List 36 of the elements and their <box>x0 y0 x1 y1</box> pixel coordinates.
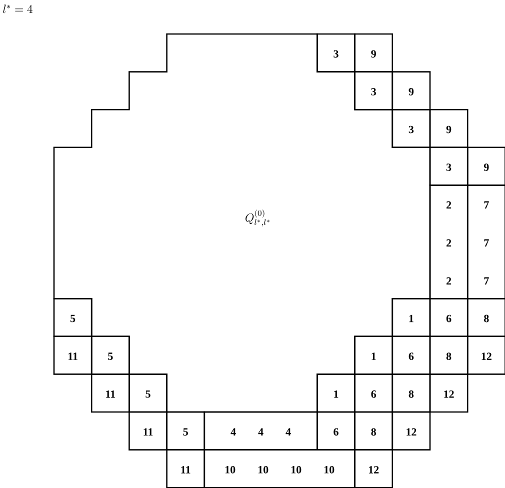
number-cell: 1 <box>354 336 394 375</box>
number-cell: 11 <box>90 374 130 413</box>
number-cell: 6 <box>429 298 468 338</box>
number-cell: 7 7 7 <box>466 184 505 300</box>
number-cell: 1 <box>316 374 356 413</box>
number-cell: 3 <box>354 71 394 110</box>
number-cell: 12 <box>429 374 468 413</box>
number-cell: 9 <box>392 71 431 110</box>
number-cell: 6 <box>316 411 356 450</box>
number-cell: 11 <box>53 336 92 375</box>
number-cell: 5 <box>53 298 92 338</box>
number-cell: 11 <box>166 449 206 488</box>
number-cell: 6 <box>354 374 394 413</box>
number-cell: 8 <box>429 336 468 375</box>
number-cell: 4 4 4 <box>204 411 318 450</box>
number-cell: 1 <box>392 298 431 338</box>
number-cell: 5 <box>90 336 130 375</box>
number-cell: 11 <box>128 411 168 450</box>
number-cell: 12 <box>354 449 394 488</box>
number-cell: 8 <box>354 411 394 450</box>
number-cell: 2 2 2 <box>429 184 468 300</box>
number-cell: 10 10 10 10 <box>204 449 356 488</box>
number-cell: 3 <box>429 146 468 186</box>
number-cell: 5 <box>128 374 168 413</box>
number-cell: 8 <box>466 298 505 338</box>
parameter-label: $l^*=4$ <box>3 4 32 14</box>
number-cell: 3 <box>316 33 356 72</box>
number-cell: 9 <box>429 108 468 148</box>
number-cell: 9 <box>354 33 394 72</box>
number-cell: 9 <box>466 146 505 186</box>
number-cell: 12 <box>392 411 431 450</box>
number-cell: 12 <box>466 336 505 375</box>
number-cell: 5 <box>166 411 206 450</box>
number-cell: 6 <box>392 336 431 375</box>
number-cell: 3 <box>392 108 431 148</box>
number-cell: 8 <box>392 374 431 413</box>
